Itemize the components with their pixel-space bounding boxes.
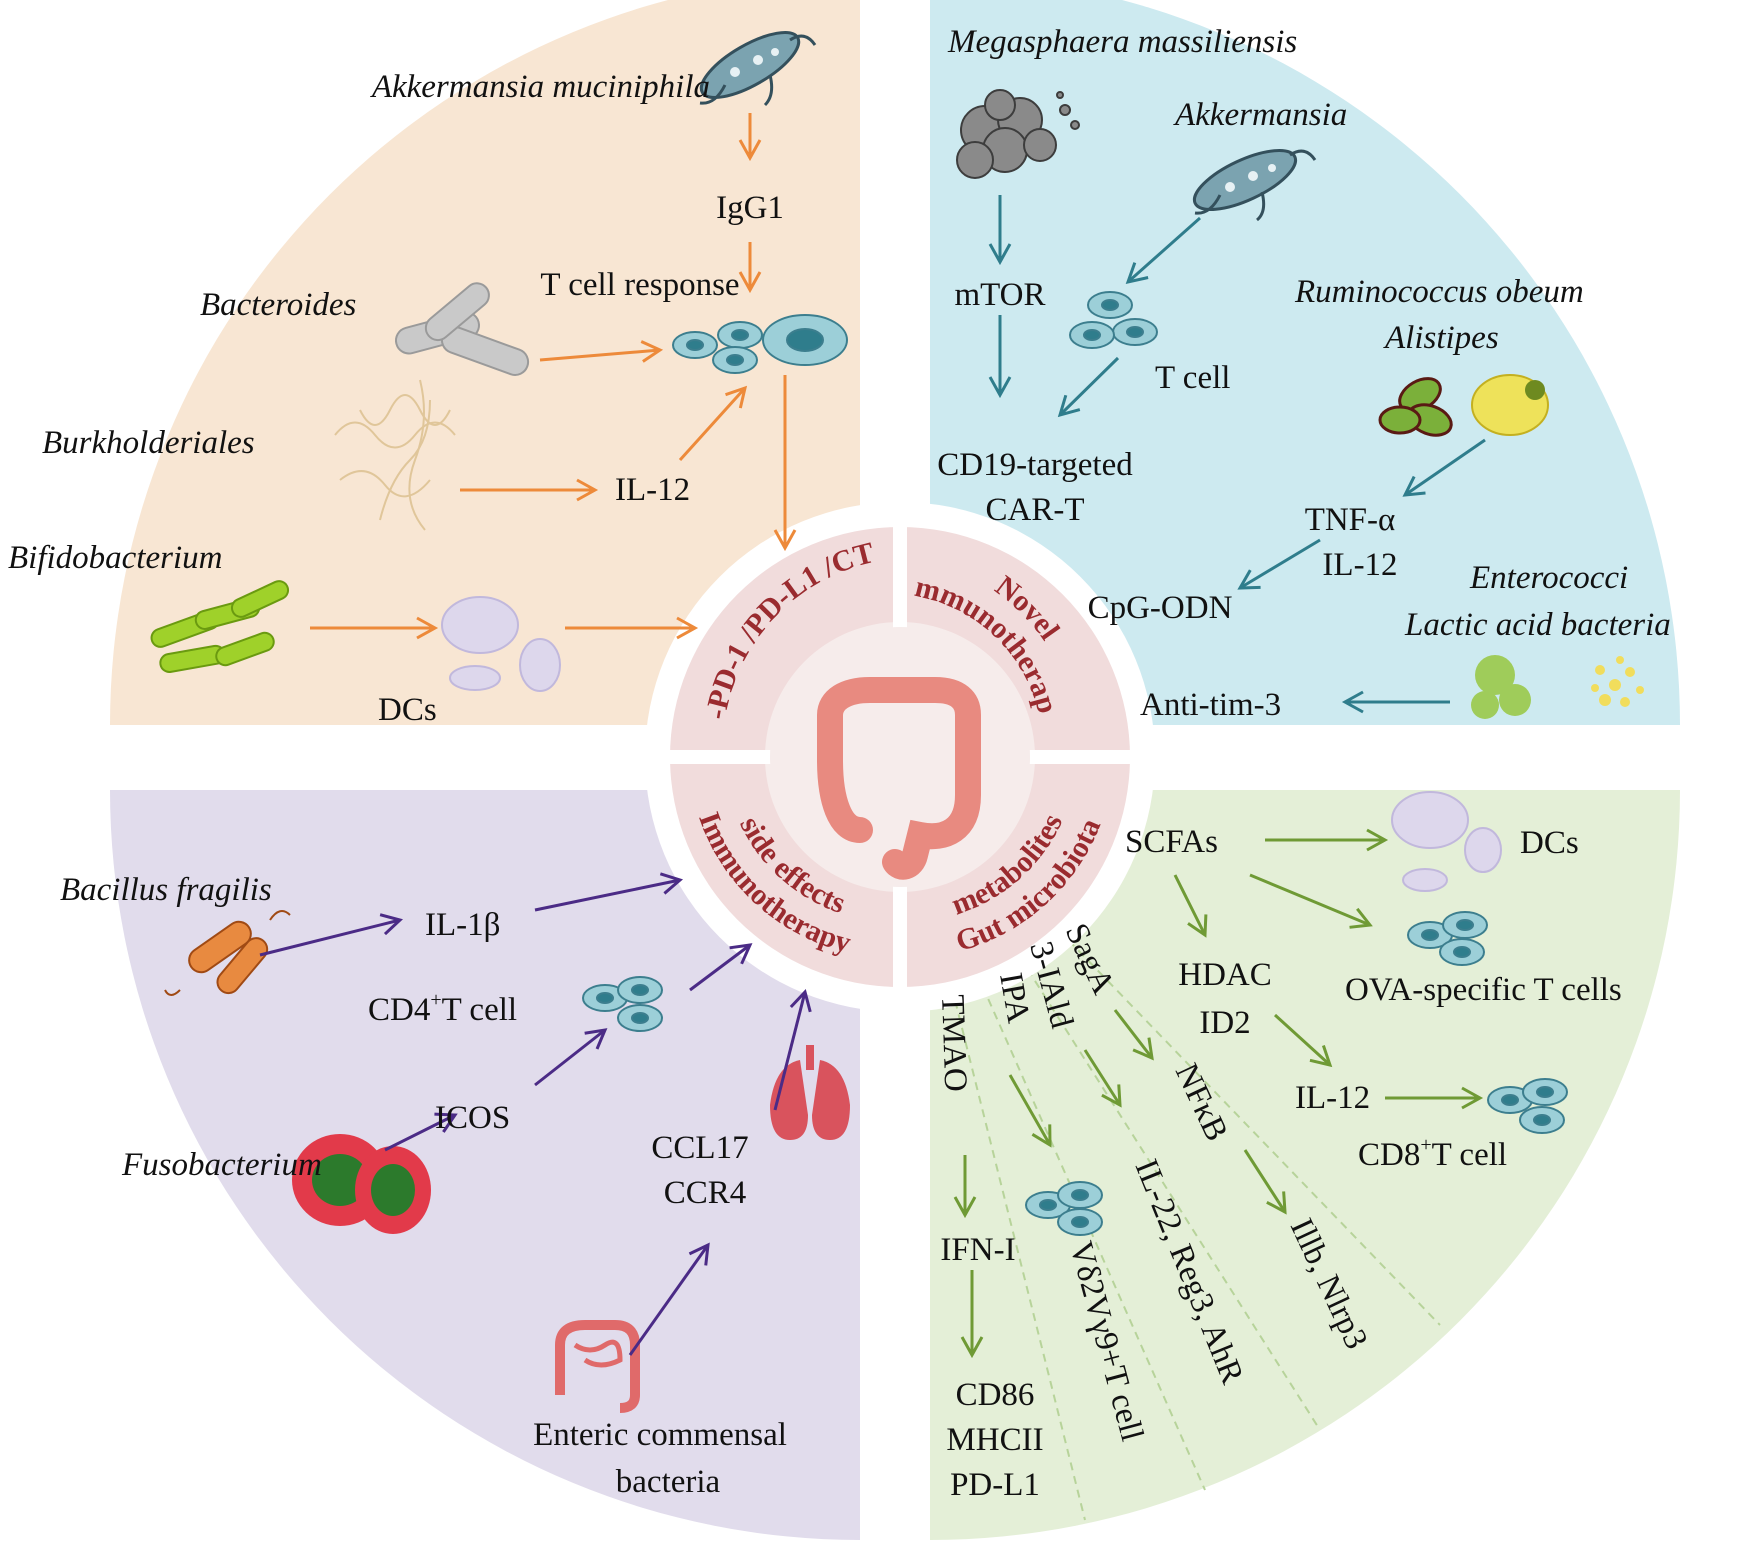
- label-ifn-i: IFN-I: [940, 1232, 1015, 1268]
- label-il12-tl: IL-12: [615, 472, 690, 508]
- ova-t-cell-icon: [1407, 911, 1488, 966]
- label-cd19-targeted: CD19-targeted: [937, 447, 1133, 483]
- label-ccr4: CCR4: [664, 1175, 747, 1211]
- label-bacteroides: Bacteroides: [200, 287, 356, 323]
- bacteroides-icon: [394, 282, 530, 376]
- label-fusobacterium: Fusobacterium: [121, 1147, 322, 1183]
- megasphaera-icon: [956, 89, 1080, 179]
- label-cd8-t-cell: CD8+T cell: [1358, 1134, 1507, 1173]
- label-cd86: CD86: [956, 1377, 1035, 1413]
- label-t-cell-tr: T cell: [1155, 360, 1230, 396]
- label-ruminococcus-obeum: Ruminococcus obeum: [1294, 274, 1584, 310]
- bottom-right-arrows: [953, 828, 1484, 1359]
- enterococci-icon: [1471, 655, 1531, 719]
- label-mtor: mTOR: [954, 277, 1045, 313]
- intestine-icon: [555, 1320, 640, 1413]
- label-dcs-br: DCs: [1520, 825, 1579, 861]
- label-burkholderiales: Burkholderiales: [42, 425, 255, 461]
- label-mhcii: MHCII: [946, 1422, 1043, 1458]
- alistipes-icon: [1471, 374, 1549, 436]
- label-il1b: IL-1β: [425, 907, 500, 943]
- label-bifidobacterium: Bifidobacterium: [8, 540, 222, 576]
- label-il12-tr: IL-12: [1322, 547, 1397, 583]
- cd8-t-cell-icon: [1487, 1078, 1568, 1134]
- label-enteric-commensal: Enteric commensal: [533, 1417, 787, 1453]
- vd2-t-cell-icon: [1025, 1181, 1103, 1236]
- t-cell-cluster-icon: [672, 314, 848, 374]
- colon-icon: [817, 677, 981, 880]
- akkermansia-icon: [699, 31, 817, 107]
- t-cell-icon-tr: [1069, 291, 1158, 349]
- label-akkermansia-muciniphila: Akkermansia muciniphila: [370, 69, 710, 105]
- quadrant-bottom-right-bg: [930, 790, 1680, 1540]
- dc-icon: [441, 596, 561, 692]
- label-bacteria: bacteria: [616, 1464, 721, 1500]
- label-cd4-t-cell: CD4+T cell: [368, 989, 517, 1028]
- label-akkermansia: Akkermansia: [1173, 97, 1347, 133]
- label-icos: ICOS: [435, 1100, 510, 1136]
- bacillus-fragilis-icon: [164, 910, 291, 996]
- bifidobacterium-icon: [150, 580, 290, 673]
- label-ccl17: CCL17: [651, 1130, 748, 1166]
- lactic-acid-bacteria-icon: [1591, 656, 1644, 707]
- akkermansia-icon-tr: [1192, 149, 1317, 222]
- lung-icon: [770, 1045, 850, 1140]
- quadrant-top-right: Megasphaera massiliensis Akkermansia mTO…: [937, 24, 1671, 723]
- label-tmao: TMAO: [934, 994, 973, 1092]
- label-ipa: IPA: [992, 970, 1036, 1026]
- label-ova-specific-t-cells: OVA-specific T cells: [1345, 972, 1622, 1008]
- quadrant-bottom-left-bg: [110, 790, 860, 1540]
- label-tnf-alpha: TNF-α: [1305, 502, 1396, 538]
- label-dcs-tl: DCs: [378, 692, 437, 728]
- quadrant-top-right-bg: [930, 0, 1680, 725]
- burkholderiales-icon: [334, 379, 456, 531]
- label-scfas: SCFAs: [1125, 824, 1218, 860]
- label-hdac: HDAC: [1178, 957, 1272, 993]
- label-lactic-acid-bacteria: Lactic acid bacteria: [1404, 607, 1671, 643]
- quadrant-top-left: Akkermansia muciniphila IgG1 T cell resp…: [8, 31, 848, 728]
- label-id2: ID2: [1199, 1005, 1250, 1041]
- label-il12-br: IL-12: [1295, 1080, 1370, 1116]
- label-enterococci: Enterococci: [1469, 560, 1628, 596]
- label-car-t: CAR-T: [986, 492, 1085, 528]
- quadrant-bottom-left: Bacillus fragilis IL-1β CD4+T cell ICOS …: [60, 872, 850, 1500]
- fusobacterium-icon: [292, 1134, 431, 1234]
- label-bacillus-fragilis: Bacillus fragilis: [60, 872, 272, 908]
- dc-icon-br: [1391, 791, 1502, 892]
- top-left-arrows: [310, 113, 797, 640]
- label-cpg-odn: CpG-ODN: [1088, 590, 1233, 626]
- dashed-dividers: [944, 889, 1441, 1521]
- top-right-arrows: [988, 195, 1486, 714]
- label-pd-l1: PD-L1: [950, 1467, 1040, 1503]
- bottom-left-arrows: [259, 872, 812, 1356]
- label-igg1: IgG1: [716, 190, 784, 226]
- label-anti-tim3: Anti-tim-3: [1140, 687, 1281, 723]
- cd4-t-cell-icon: [582, 976, 663, 1032]
- label-t-cell-response: T cell response: [540, 267, 739, 303]
- quadrant-backgrounds: [110, 0, 1680, 1540]
- label-alistipes: Alistipes: [1383, 320, 1499, 356]
- ruminococcus-icon: [1378, 377, 1453, 437]
- label-megasphaera-massiliensis: Megasphaera massiliensis: [947, 24, 1297, 60]
